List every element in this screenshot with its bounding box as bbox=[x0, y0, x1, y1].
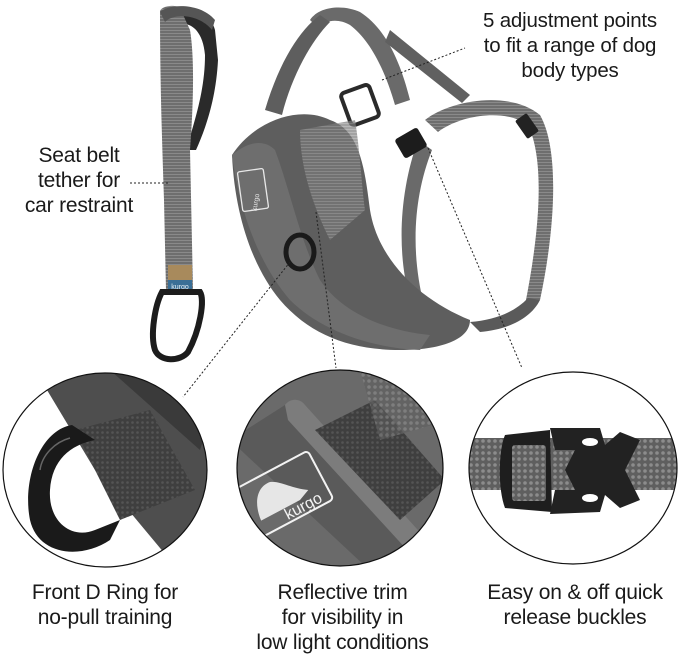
callout-seat-belt-tether: Seat belt tether for car restraint bbox=[24, 144, 134, 217]
callout-adjustment-points: 5 adjustment points to fit a range of do… bbox=[483, 9, 657, 82]
leader-lines bbox=[130, 47, 523, 398]
callout-reflective-trim: Reflective trim for visibility in low li… bbox=[256, 581, 429, 654]
reflective-trim-detail-circle: kurgo bbox=[236, 369, 444, 567]
dog-harness: kurgo bbox=[232, 7, 554, 350]
buckle-detail-circle bbox=[468, 371, 678, 565]
callout-front-d-ring: Front D Ring for no-pull training bbox=[31, 581, 179, 629]
seat-belt-tether: kurgo bbox=[150, 5, 218, 363]
callout-quick-release-buckles: Easy on & off quick release buckles bbox=[487, 581, 663, 629]
harness-logo: kurgo bbox=[251, 193, 261, 212]
tether-tag-logo: kurgo bbox=[171, 284, 189, 291]
d-ring-detail-circle bbox=[2, 372, 208, 568]
